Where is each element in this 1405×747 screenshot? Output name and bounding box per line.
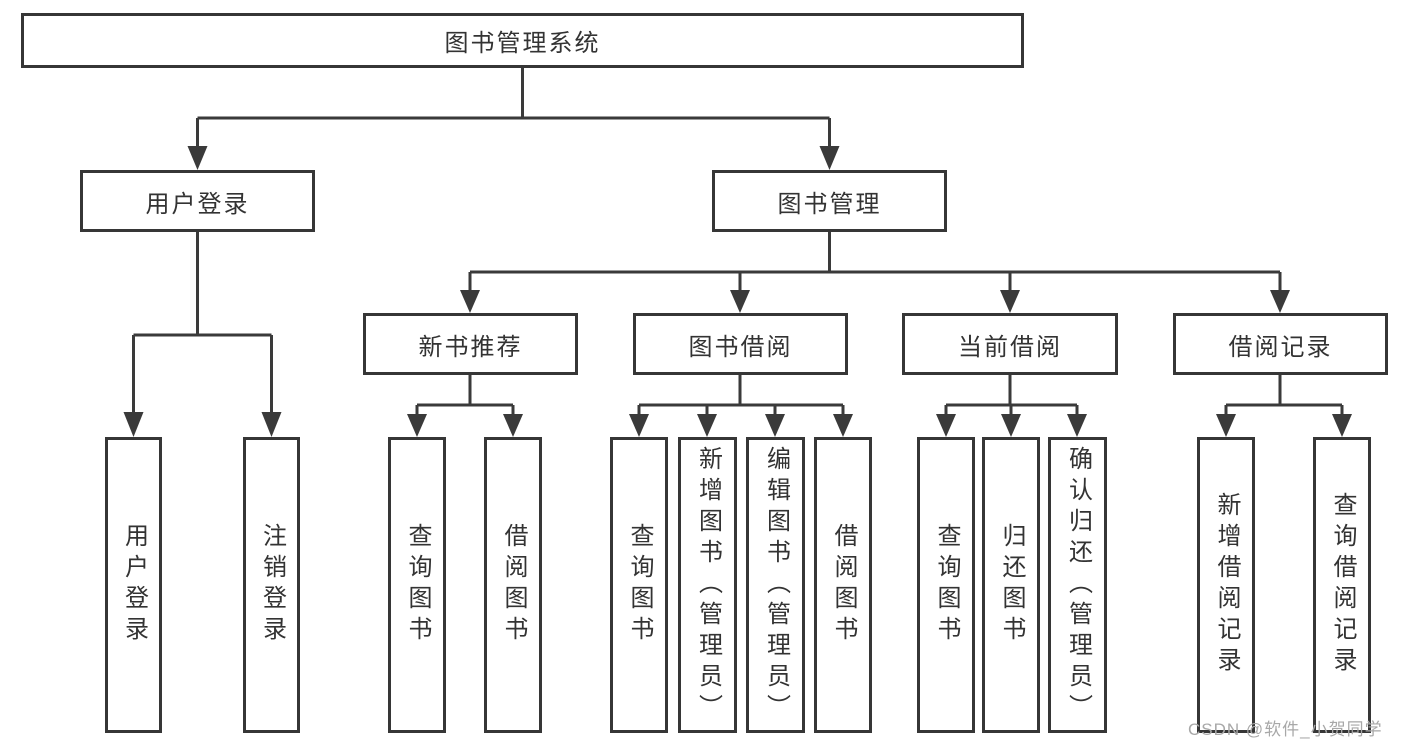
node-new-book-recommend: 新书推荐 xyxy=(363,313,578,375)
node-user-login: 用户登录 xyxy=(80,170,315,232)
node-current-borrow: 当前借阅 xyxy=(902,313,1118,375)
connector-book-borrow-children xyxy=(629,375,853,437)
leaf-borrow-book: 借阅图书 xyxy=(814,437,872,733)
leaf-borrow-book-recommend: 借阅图书 xyxy=(484,437,542,733)
node-book-borrow: 图书借阅 xyxy=(633,313,848,375)
leaf-add-borrow-record: 新增借阅记录 xyxy=(1197,437,1255,733)
node-book-management: 图书管理 xyxy=(712,170,947,232)
leaf-edit-book-admin: 编辑图书（管理员） xyxy=(746,437,805,733)
leaf-query-book-borrow: 查询图书 xyxy=(610,437,668,733)
connector-borrow-records-children xyxy=(1216,375,1352,437)
connector-new-rec-children xyxy=(407,375,523,437)
leaf-query-book-current: 查询图书 xyxy=(917,437,975,733)
connector-user-login-children xyxy=(123,232,282,437)
leaf-add-book-admin: 新增图书（管理员） xyxy=(678,437,737,733)
leaf-query-book-recommend: 查询图书 xyxy=(388,437,446,733)
node-root-system: 图书管理系统 xyxy=(21,13,1024,68)
leaf-logout: 注销登录 xyxy=(243,437,300,733)
connector-root-to-level2 xyxy=(187,68,840,170)
connector-current-borrow-children xyxy=(936,375,1087,437)
watermark-text: CSDN @软件_小贺同学 xyxy=(1188,720,1383,739)
leaf-return-book: 归还图书 xyxy=(982,437,1040,733)
node-borrow-records: 借阅记录 xyxy=(1173,313,1388,375)
connector-book-mgmt-children xyxy=(460,232,1290,313)
leaf-query-borrow-record: 查询借阅记录 xyxy=(1313,437,1371,733)
leaf-user-login: 用户登录 xyxy=(105,437,162,733)
leaf-confirm-return-admin: 确认归还（管理员） xyxy=(1048,437,1107,733)
